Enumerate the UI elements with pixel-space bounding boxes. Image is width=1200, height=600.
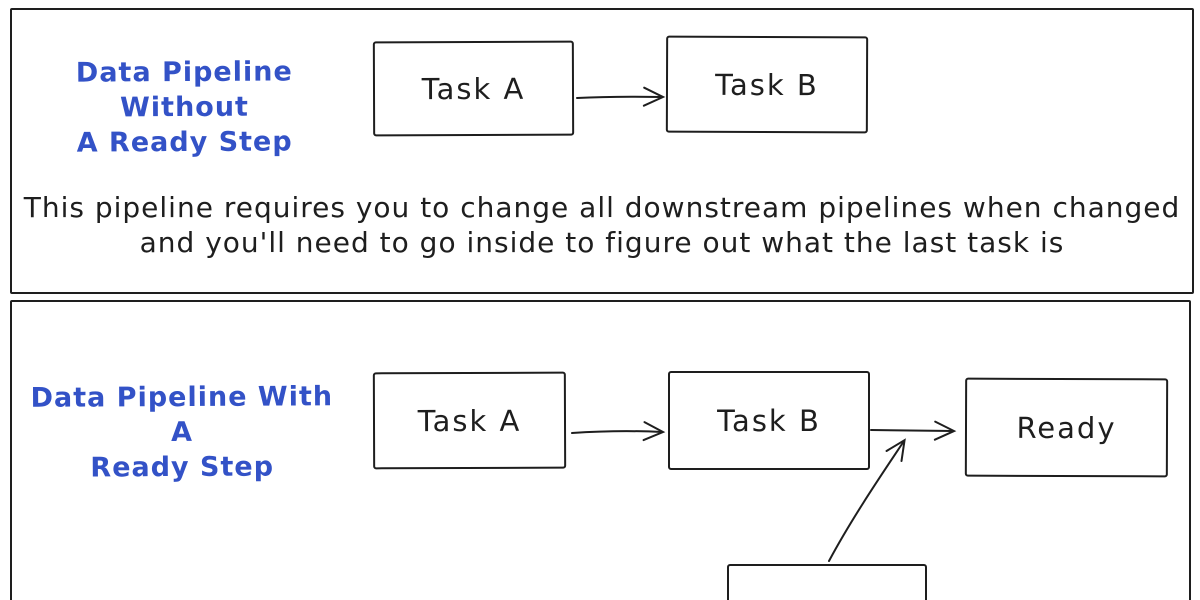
panel-with-title-line2: Ready Step bbox=[90, 451, 275, 484]
task-a-label-top: Task A bbox=[421, 71, 526, 106]
partial-task-node bbox=[727, 564, 927, 600]
task-a-node-bottom: Task A bbox=[372, 371, 567, 470]
pipeline-caption-line2: and you'll need to go inside to figure o… bbox=[139, 226, 1065, 259]
task-a-label-bottom: Task A bbox=[417, 403, 522, 438]
panel-with-title-line1: Data Pipeline With A bbox=[30, 381, 334, 449]
panel-without-title: Data Pipeline Without A Ready Step bbox=[22, 54, 348, 161]
task-b-label-bottom: Task B bbox=[717, 403, 821, 438]
panel-without-ready-step bbox=[10, 8, 1194, 294]
pipeline-caption-line1: This pipeline requires you to change all… bbox=[23, 191, 1181, 224]
panel-without-title-line1: Data Pipeline Without bbox=[75, 56, 293, 124]
pipeline-caption: This pipeline requires you to change all… bbox=[10, 190, 1194, 260]
ready-label: Ready bbox=[1016, 410, 1117, 445]
panel-with-ready-step bbox=[10, 300, 1191, 600]
task-b-label-top: Task B bbox=[715, 67, 819, 102]
task-b-node-top: Task B bbox=[665, 35, 869, 134]
panel-without-title-line2: A Ready Step bbox=[76, 126, 293, 159]
task-a-node-top: Task A bbox=[372, 40, 575, 137]
ready-node: Ready bbox=[964, 377, 1169, 478]
panel-with-title: Data Pipeline With A Ready Step bbox=[22, 379, 343, 486]
task-b-node-bottom: Task B bbox=[668, 371, 870, 470]
